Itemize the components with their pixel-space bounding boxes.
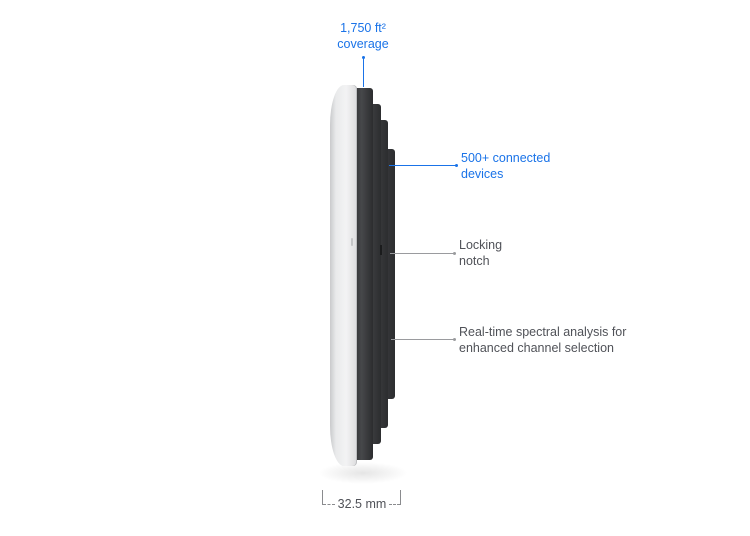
locking-notch-line-2: notch	[459, 253, 490, 268]
locking-notch-mark	[380, 245, 382, 255]
dimension-right-dash	[389, 504, 400, 505]
coverage-line-2: coverage	[337, 36, 389, 51]
shell-indicator	[351, 238, 353, 246]
locking-notch-line-1: Locking	[459, 238, 503, 252]
devices-line-2: devices	[461, 166, 504, 181]
dimension-right-tick	[400, 490, 401, 505]
locking-notch-dot	[453, 252, 456, 255]
devices-line-1: 500+ connected	[461, 151, 551, 165]
devices-dot	[455, 164, 458, 167]
coverage-leader-line	[363, 57, 364, 87]
locking-notch-leader-line	[390, 253, 454, 254]
devices-leader-line	[389, 165, 457, 166]
device-back-layer-1	[352, 88, 373, 460]
coverage-line-1: 1,750 ft²	[340, 21, 386, 35]
dimension-left-tick	[322, 490, 323, 505]
spectral-line-1: Real-time spectral analysis for	[459, 325, 627, 339]
spectral-dot	[453, 338, 456, 341]
spectral-line-2: enhanced channel selection	[459, 340, 614, 355]
device-front-shell	[330, 85, 357, 466]
dimension-left-dash	[323, 504, 335, 505]
spectral-leader-line	[391, 339, 454, 340]
dimension-label: 32.5 mm	[337, 497, 387, 511]
device-shadow	[318, 462, 408, 484]
